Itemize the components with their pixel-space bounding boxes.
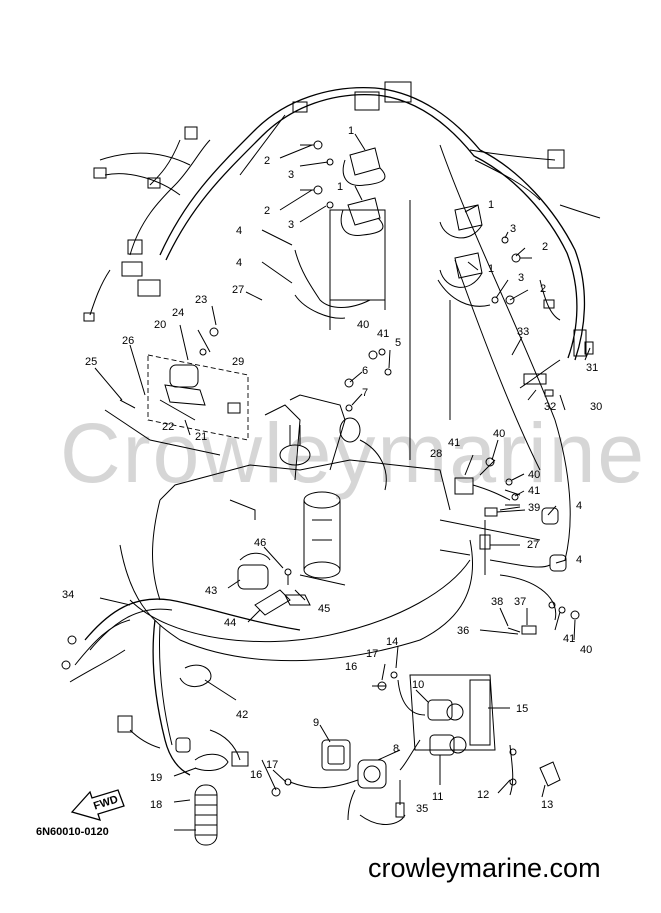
callout-32: 32 (544, 401, 556, 413)
wire-harness (83, 81, 601, 561)
callout-7: 7 (362, 387, 368, 399)
callout-3c: 3 (510, 223, 516, 235)
callout-22: 22 (162, 421, 174, 433)
callout-36: 36 (457, 625, 469, 637)
lower-components (289, 739, 561, 825)
callout-18: 18 (150, 799, 162, 811)
part-code: 6N60010-0120 (36, 826, 109, 838)
callout-15: 15 (516, 703, 528, 715)
callout-45: 45 (318, 603, 330, 615)
callout-16a: 16 (345, 661, 357, 673)
callout-30: 30 (590, 401, 602, 413)
site-name: crowleymarine.com (368, 853, 601, 883)
engine-block (119, 394, 474, 662)
callout-2c: 2 (542, 241, 548, 253)
callout-1d: 1 (488, 263, 494, 275)
callout-41a: 41 (377, 328, 389, 340)
callout-3a: 3 (288, 169, 294, 181)
callout-28: 28 (430, 448, 442, 460)
callout-35: 35 (416, 803, 428, 815)
callout-14: 14 (386, 636, 398, 648)
callout-1a: 1 (348, 125, 354, 137)
callout-41d: 41 (563, 633, 575, 645)
callout-23: 23 (195, 294, 207, 306)
callout-40a: 40 (357, 319, 369, 331)
forward-arrow: FWD (70, 789, 125, 821)
callout-29: 29 (232, 356, 244, 368)
leader-lines (94, 133, 591, 831)
callout-2b: 2 (264, 205, 270, 217)
callout-2d: 2 (540, 283, 546, 295)
callout-39: 39 (528, 502, 540, 514)
callout-41b: 41 (448, 437, 460, 449)
callout-26: 26 (122, 335, 134, 347)
lower-harness (61, 598, 301, 776)
callout-40d: 40 (580, 644, 592, 656)
callout-41c: 41 (528, 485, 540, 497)
callout-46: 46 (254, 537, 266, 549)
callout-4a: 4 (236, 225, 242, 237)
callout-numbers: 1 1 1 1 2 2 2 2 3 3 3 3 4 4 4 4 5 6 7 8 … (62, 125, 602, 815)
callout-5: 5 (395, 337, 401, 349)
callout-34: 34 (62, 589, 74, 601)
callout-1b: 1 (337, 181, 343, 193)
callout-1c: 1 (488, 199, 494, 211)
callout-4c: 4 (576, 500, 582, 512)
callout-40c: 40 (528, 469, 540, 481)
callout-4d: 4 (576, 554, 582, 566)
callout-3d: 3 (518, 272, 524, 284)
callout-37: 37 (514, 596, 526, 608)
callout-42: 42 (236, 709, 248, 721)
callout-11: 11 (432, 791, 443, 803)
callout-13: 13 (541, 799, 553, 811)
small-parts (194, 753, 229, 846)
callout-33: 33 (517, 326, 529, 338)
electrical-box (397, 674, 517, 796)
callout-25: 25 (85, 356, 97, 368)
callout-31: 31 (586, 362, 598, 374)
callout-6: 6 (362, 365, 368, 377)
callout-21: 21 (195, 431, 207, 443)
callout-2a: 2 (264, 155, 270, 167)
callout-44: 44 (224, 617, 236, 629)
switch-panel (237, 552, 311, 616)
callout-3b: 3 (288, 219, 294, 231)
starter-relay-box (104, 354, 249, 456)
starter-motor (299, 491, 346, 586)
callout-40b: 40 (493, 428, 505, 440)
callout-27b: 27 (527, 539, 539, 551)
relays (294, 147, 491, 460)
callout-12: 12 (477, 789, 489, 801)
callout-17a: 17 (366, 648, 378, 660)
right-components (439, 477, 567, 621)
callout-20: 20 (154, 319, 166, 331)
callout-9: 9 (313, 717, 319, 729)
callout-8: 8 (393, 743, 399, 755)
callout-43: 43 (205, 585, 217, 597)
callout-27a: 27 (232, 284, 244, 296)
callout-38: 38 (491, 596, 503, 608)
callout-19: 19 (150, 772, 162, 784)
callout-24: 24 (172, 307, 184, 319)
callout-10: 10 (412, 679, 424, 691)
callout-4b: 4 (236, 257, 242, 269)
callout-16b: 16 (250, 769, 262, 781)
callout-17b: 17 (266, 759, 278, 771)
fasteners (199, 140, 580, 797)
